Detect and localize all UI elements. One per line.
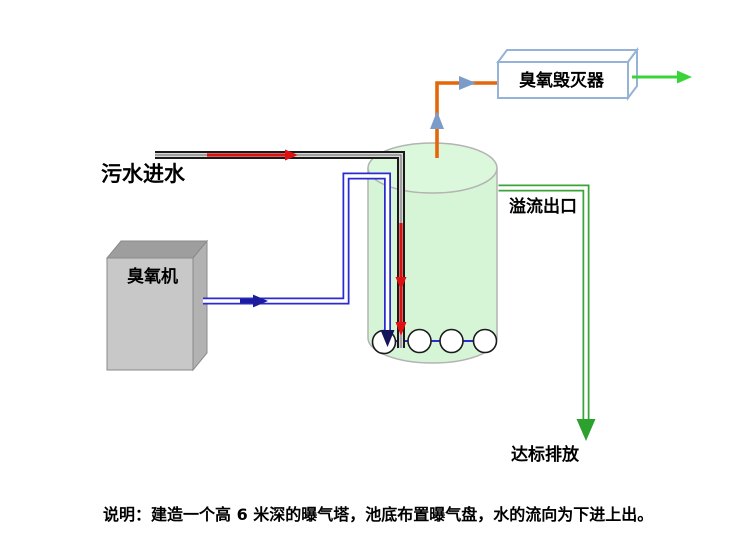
overflow-pipe bbox=[498, 184, 596, 441]
generator-front-face bbox=[106, 257, 194, 371]
ozone-destroyer-label: 臭氧毁灭器 bbox=[519, 70, 605, 91]
offgas-line bbox=[430, 76, 497, 158]
overflow-outlet-label: 溢流出口 bbox=[509, 196, 577, 217]
destroyer-top-face bbox=[496, 49, 639, 63]
aeration-disc bbox=[472, 328, 498, 354]
ozone-flow-arrow-down-icon bbox=[380, 330, 395, 347]
ozone-pipe-outline bbox=[203, 172, 391, 330]
offgas-arrow-right-icon bbox=[459, 76, 476, 90]
generator-side-face bbox=[192, 239, 208, 372]
ozone-flow-arrow-right-icon bbox=[240, 294, 268, 308]
sewage-flow-arrow-right-icon bbox=[285, 149, 298, 161]
aeration-disc bbox=[407, 328, 432, 354]
discharge-label: 达标排放 bbox=[511, 444, 580, 465]
sewage-flow-arrow-down-icon bbox=[395, 322, 407, 336]
overflow-pipe-core bbox=[498, 186, 588, 419]
sewage-inlet-pipe bbox=[155, 149, 407, 348]
ozone-generator-box: 臭氧机 bbox=[105, 239, 209, 372]
exit-arrow-right-icon bbox=[677, 70, 692, 84]
ozone-feed-pipe bbox=[203, 172, 395, 347]
destroyer-exit-arrow bbox=[632, 70, 692, 84]
overflow-pipe-outline bbox=[498, 184, 590, 419]
generator-top-face bbox=[105, 240, 209, 259]
destroyer-front-face bbox=[497, 61, 629, 99]
note-text: 说明：建造一个高 6 米深的曝气塔，池底布置曝气盘，水的流向为下进上出。 bbox=[103, 505, 653, 524]
ozone-pipe-core bbox=[203, 174, 390, 330]
ozone-destroyer-box: 臭氧毁灭器 bbox=[496, 47, 639, 101]
offgas-orange-line bbox=[435, 81, 497, 158]
aeration-disc bbox=[439, 328, 464, 354]
offgas-arrow-up-icon bbox=[430, 111, 444, 129]
discharge-arrow-down-icon bbox=[576, 419, 596, 441]
sewage-inlet-label: 污水进水 bbox=[101, 162, 186, 186]
ozone-generator-label: 臭氧机 bbox=[127, 266, 178, 287]
sewage-flow-arrow-down-icon bbox=[395, 277, 407, 290]
